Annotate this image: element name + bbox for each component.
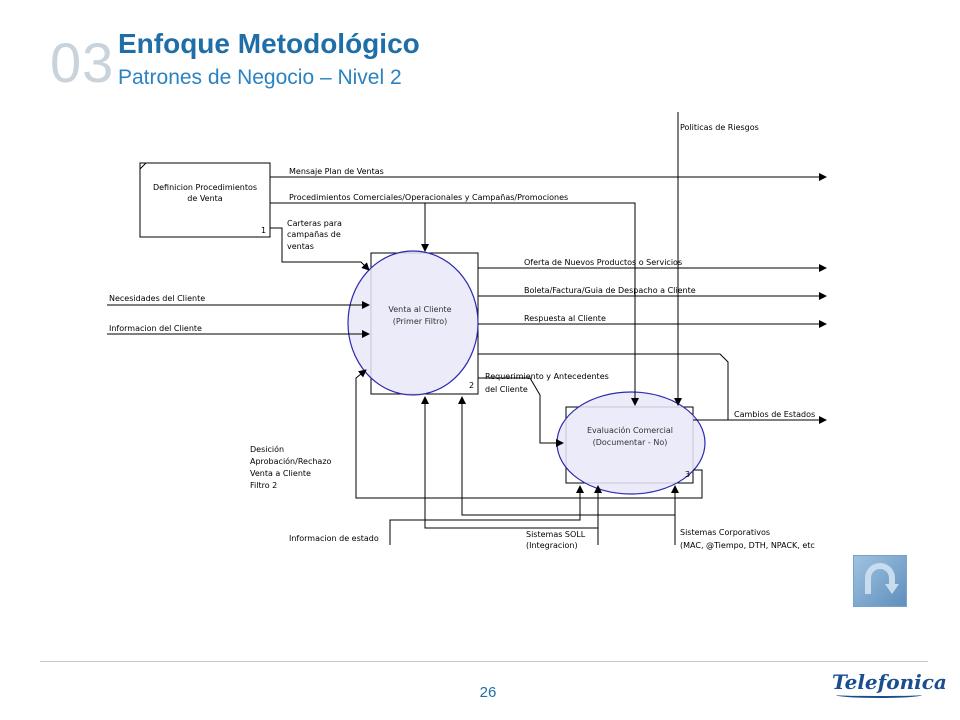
activity-1-label-line2: de Venta [187, 194, 223, 203]
page-title: Enfoque Metodológico [118, 28, 420, 59]
page-number: 26 [479, 684, 497, 701]
activity-1-number: 1 [261, 226, 266, 235]
activity-2-number: 2 [469, 381, 474, 390]
arrow-requerimiento [478, 377, 564, 447]
label-desicion-3: Venta a Cliente [250, 469, 311, 478]
label-corporativos-2: (MAC, @Tiempo, DTH, NPACK, etc [680, 541, 815, 550]
label-requerimiento-2: del Cliente [485, 385, 528, 394]
label-corporativos-1: Sistemas Corporativos [680, 528, 770, 537]
arrow-loop-right [478, 353, 729, 420]
activity-box-1: Definicion Procedimientos de Venta 1 [139, 162, 271, 238]
arrow-carteras [270, 227, 370, 271]
label-soll-1: Sistemas SOLL [526, 530, 586, 539]
activity-box-2: Venta al Cliente (Primer Filtro) 2 [347, 250, 479, 396]
label-carteras-1: Carteras para [287, 219, 342, 228]
label-cambios: Cambios de Estados [734, 410, 815, 419]
telefonica-logo: Telefonica [832, 670, 947, 694]
arrow-soll-a2 [421, 396, 580, 529]
arrow-procedimientos-a3 [425, 202, 639, 406]
section-number: 03 [50, 31, 115, 94]
label-carteras-3: ventas [287, 242, 314, 251]
label-desicion-4: Filtro 2 [250, 481, 277, 490]
activity-3-label-line2: (Documentar - No) [593, 438, 668, 447]
label-soll-2: (Integracion) [526, 541, 578, 550]
flow-arrows [107, 112, 827, 545]
label-informacion-cliente: Informacion del Cliente [109, 324, 202, 333]
label-mensaje: Mensaje Plan de Ventas [289, 167, 384, 176]
label-politicas: Politicas de Riesgos [680, 123, 759, 132]
activity-2-label-line2: (Primer Filtro) [393, 317, 448, 326]
logo-swoosh [836, 692, 922, 698]
label-necesidades: Necesidades del Cliente [109, 294, 205, 303]
activity-2-label-line1: Venta al Cliente [388, 305, 451, 314]
arrow-informacion-estado [389, 485, 584, 545]
footer-divider [40, 661, 928, 662]
activity-1-label-line1: Definicion Procedimientos [153, 183, 257, 192]
arrow-desicion [355, 369, 703, 499]
arrow-corporativos-a2 [458, 396, 676, 545]
label-boleta: Boleta/Factura/Guia de Despacho a Client… [524, 286, 696, 295]
activity-3-number: 3 [685, 470, 690, 479]
label-oferta: Oferta de Nuevos Productos o Servicios [524, 258, 682, 267]
u-turn-home-icon[interactable] [853, 555, 907, 607]
label-carteras-2: campañas de [287, 230, 341, 239]
label-requerimiento-1: Requerimiento y Antecedentes [485, 372, 609, 381]
activity-3-label-line1: Evaluación Comercial [587, 425, 673, 435]
page-subtitle: Patrones de Negocio – Nivel 2 [118, 66, 402, 89]
label-desicion-1: Desición [250, 444, 284, 454]
activity-box-3: Evaluación Comercial (Documentar - No) 3 [556, 391, 706, 495]
label-desicion-2: Aprobación/Rechazo [250, 456, 332, 466]
label-procedimientos: Procedimientos Comerciales/Operacionales… [289, 193, 568, 202]
label-respuesta: Respuesta al Cliente [524, 314, 606, 323]
arrow-soll-a3 [580, 485, 602, 529]
label-informacion-estado: Informacion de estado [289, 534, 379, 543]
